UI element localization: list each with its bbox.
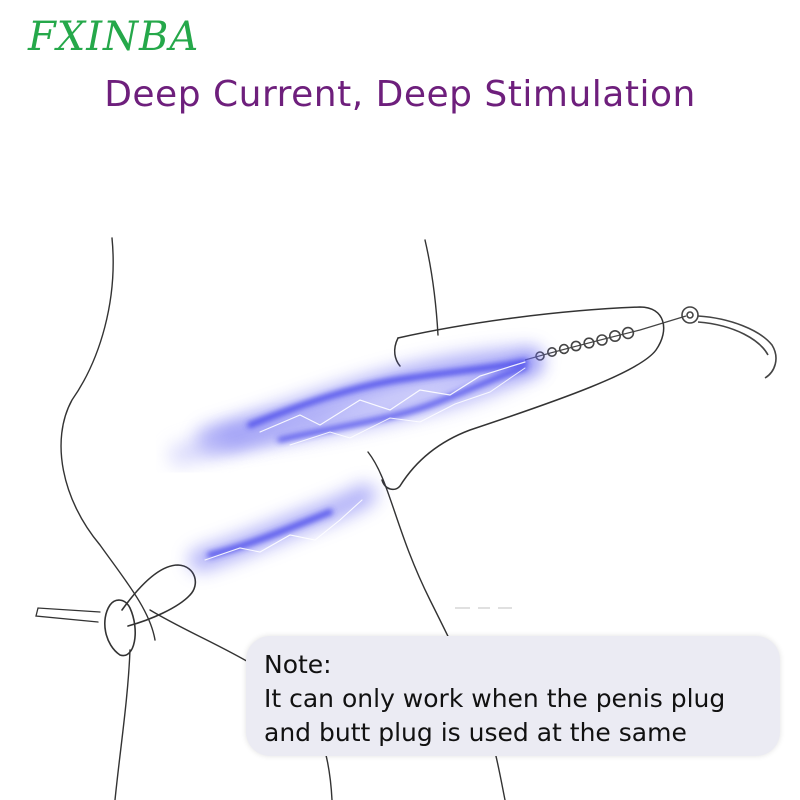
note-title: Note: [264,650,332,679]
current-upper [169,347,543,466]
headline: Deep Current, Deep Stimulation [104,74,696,115]
penis-outline [381,306,665,491]
note-box: Note: It can only work when the penis pl… [246,636,780,756]
butt-plug [35,564,197,657]
note-line-1: It can only work when the penis plug [264,684,726,713]
current-lower [189,484,376,571]
note-line-2: and butt plug is used at the same [264,718,687,747]
penis-plug [524,306,777,379]
brand-logo: FXINBA [28,14,200,60]
